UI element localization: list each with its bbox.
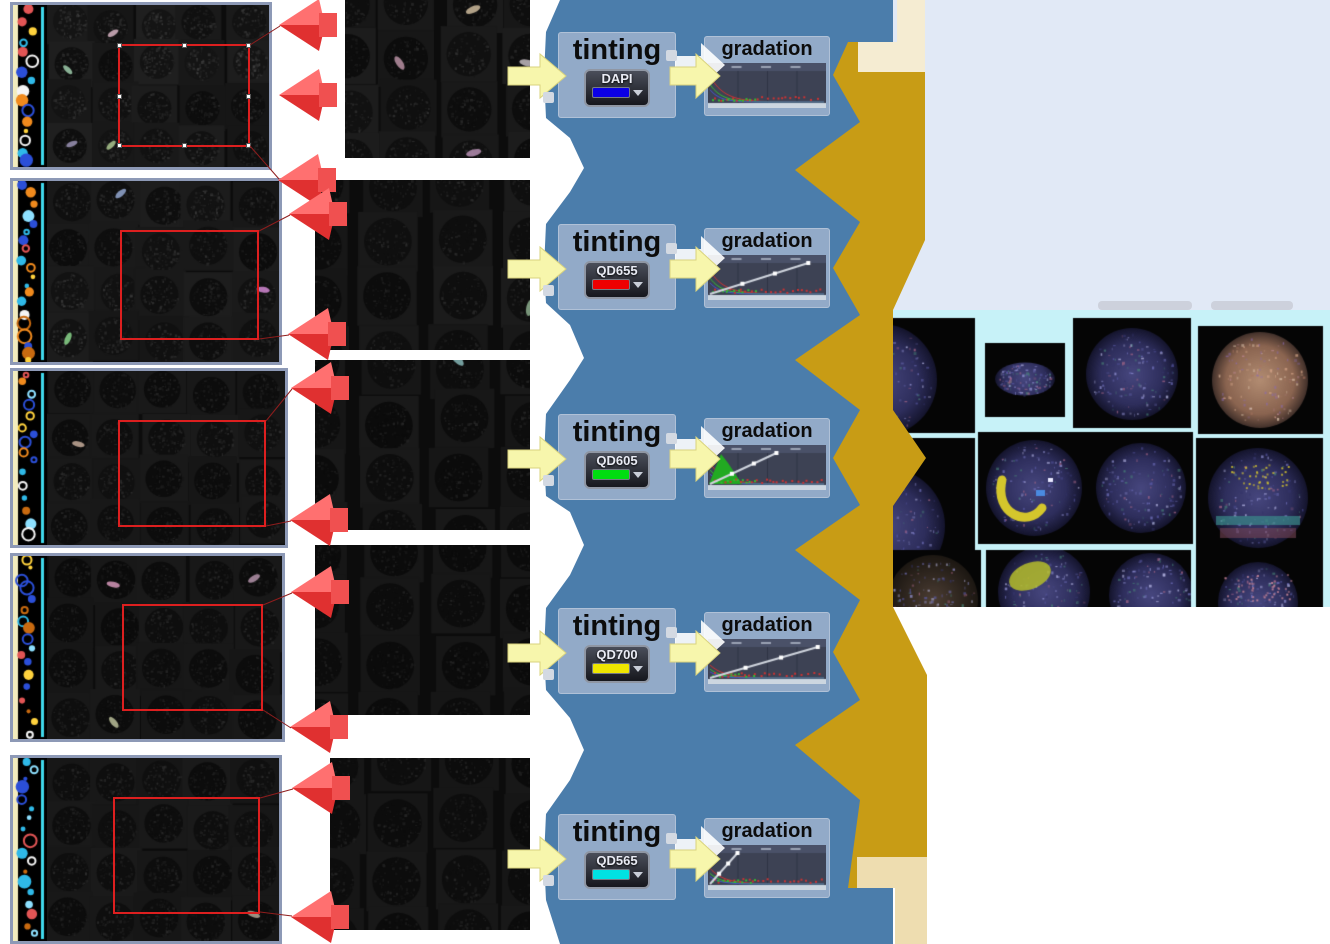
- channel-select-button[interactable]: QD700: [584, 645, 650, 683]
- tinting-title: tinting: [572, 816, 662, 848]
- channel-color-swatch: [591, 663, 630, 674]
- gradation-histogram[interactable]: [708, 639, 826, 684]
- overview-image: [47, 371, 285, 545]
- selection-rectangle[interactable]: [118, 420, 266, 527]
- slide-thumbnail-strip: [13, 181, 47, 362]
- gradation-node: gradation: [704, 612, 830, 692]
- zoom-crop-image: [315, 180, 530, 350]
- selection-rectangle[interactable]: [120, 230, 259, 340]
- tinting-node: tinting QD605: [558, 414, 676, 500]
- zoom-crop-panel: [330, 758, 530, 930]
- slide-thumbnail-strip: [13, 758, 47, 941]
- overview-image: [47, 181, 279, 362]
- zoom-crop-image: [315, 545, 530, 715]
- selection-handle[interactable]: [117, 94, 122, 99]
- selection-handle[interactable]: [182, 43, 187, 48]
- channel-name: QD700: [596, 647, 638, 662]
- zoom-crop-panel: [315, 180, 530, 350]
- gradation-node: gradation: [704, 228, 830, 308]
- channel-select-button[interactable]: DAPI: [584, 69, 650, 107]
- selection-handle[interactable]: [246, 43, 251, 48]
- selection-handle[interactable]: [246, 143, 251, 148]
- selection-handle[interactable]: [117, 43, 122, 48]
- channel-select-button[interactable]: QD605: [584, 451, 650, 489]
- channel-color-swatch: [591, 279, 630, 290]
- gradation-histogram[interactable]: [708, 845, 826, 890]
- funnel-cap-bottom-bar: [857, 857, 927, 888]
- slide-overview-panel: [10, 368, 288, 548]
- zoom-crop-panel: [315, 360, 530, 530]
- channel-name: QD565: [596, 853, 638, 868]
- scrollbar-fragment[interactable]: [1211, 301, 1293, 310]
- overview-image: [47, 758, 279, 941]
- scrollbar-fragment[interactable]: [1098, 301, 1192, 310]
- selection-rectangle[interactable]: [122, 604, 263, 711]
- funnel-cap-bottom: [895, 888, 927, 944]
- channel-select-button[interactable]: QD565: [584, 851, 650, 889]
- overview-image: [47, 5, 269, 167]
- tinting-node: tinting DAPI: [558, 32, 676, 118]
- zoom-crop-panel: [315, 545, 530, 715]
- channel-color-swatch: [591, 469, 630, 480]
- selection-handle[interactable]: [246, 94, 251, 99]
- slide-thumbnail-strip: [13, 556, 47, 739]
- channel-name: QD605: [596, 453, 638, 468]
- chevron-down-icon[interactable]: [632, 471, 643, 478]
- channel-color-swatch: [591, 87, 630, 98]
- slide-thumbnail-strip: [13, 371, 47, 545]
- tinting-node: tinting QD565: [558, 814, 676, 900]
- channel-name: DAPI: [601, 71, 633, 86]
- gradation-histogram[interactable]: [708, 63, 826, 108]
- channel-color-swatch: [591, 869, 630, 880]
- tinting-title: tinting: [572, 226, 662, 258]
- gradation-title: gradation: [721, 38, 813, 60]
- gradation-title: gradation: [721, 820, 813, 842]
- gradation-node: gradation: [704, 36, 830, 116]
- composite-image: [893, 310, 1330, 607]
- gradation-title: gradation: [721, 230, 813, 252]
- zoom-crop-image: [345, 0, 530, 158]
- tinting-node: tinting QD655: [558, 224, 676, 310]
- overview-image: [47, 556, 282, 739]
- zoom-crop-image: [330, 758, 530, 930]
- tinting-node: tinting QD700: [558, 608, 676, 694]
- gradation-title: gradation: [721, 614, 813, 636]
- slide-overview-panel: [10, 2, 272, 170]
- channel-name: QD655: [596, 263, 638, 278]
- tinting-title: tinting: [572, 34, 662, 66]
- selection-handle[interactable]: [117, 143, 122, 148]
- gradation-histogram[interactable]: [708, 255, 826, 300]
- zoom-crop-image: [315, 360, 530, 530]
- slide-thumbnail-strip: [13, 5, 47, 167]
- chevron-down-icon[interactable]: [632, 665, 643, 672]
- selection-rectangle[interactable]: [117, 43, 251, 148]
- slide-overview-panel: [10, 178, 282, 365]
- selection-rectangle[interactable]: [113, 797, 260, 914]
- workspace-background: [893, 0, 1330, 310]
- tinting-title: tinting: [572, 610, 662, 642]
- channel-select-button[interactable]: QD655: [584, 261, 650, 299]
- chevron-down-icon[interactable]: [632, 281, 643, 288]
- gradation-histogram[interactable]: [708, 445, 826, 490]
- chevron-down-icon[interactable]: [632, 871, 643, 878]
- merge-funnel: [795, 42, 927, 888]
- gradation-title: gradation: [721, 420, 813, 442]
- gradation-node: gradation: [704, 818, 830, 898]
- tinting-title: tinting: [572, 416, 662, 448]
- zoom-crop-panel: [345, 0, 530, 158]
- funnel-cap-top-bar: [858, 42, 925, 72]
- gradation-node: gradation: [704, 418, 830, 498]
- chevron-down-icon[interactable]: [632, 89, 643, 96]
- selection-handle[interactable]: [182, 143, 187, 148]
